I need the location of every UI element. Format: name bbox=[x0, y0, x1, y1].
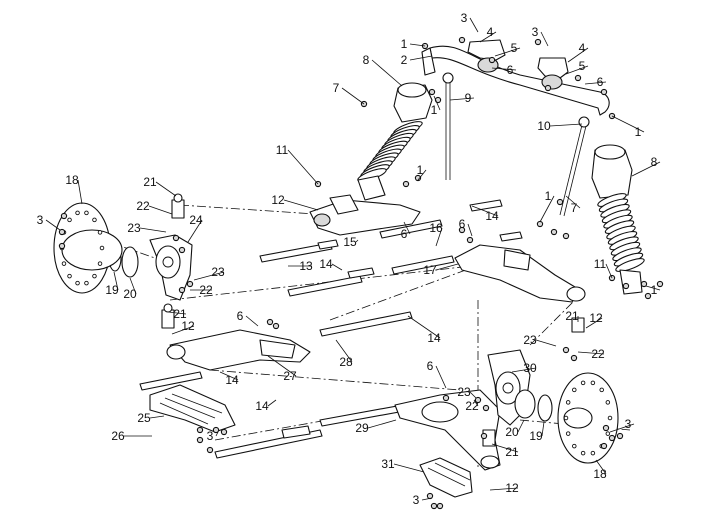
callout-24: 24 bbox=[189, 213, 203, 227]
upper-a-arm-left bbox=[309, 194, 421, 236]
callout-11: 11 bbox=[276, 143, 289, 157]
callout-3: 3 bbox=[625, 417, 632, 431]
callout-29: 29 bbox=[355, 421, 369, 435]
callout-12: 12 bbox=[589, 311, 603, 325]
callout-6: 6 bbox=[427, 359, 434, 373]
callout-23: 23 bbox=[211, 265, 225, 279]
callout-2: 2 bbox=[401, 53, 408, 67]
callout-7: 7 bbox=[333, 81, 340, 95]
callout-25: 25 bbox=[137, 411, 151, 425]
callout-17: 17 bbox=[423, 263, 437, 277]
callout-4: 4 bbox=[579, 41, 586, 55]
callout-19: 19 bbox=[529, 429, 543, 443]
callout-21: 21 bbox=[505, 445, 519, 459]
callout-3: 3 bbox=[461, 11, 468, 25]
callout-15: 15 bbox=[343, 235, 357, 249]
callout-12: 12 bbox=[271, 193, 285, 207]
callout-9: 9 bbox=[465, 91, 472, 105]
callout-16: 16 bbox=[429, 221, 443, 235]
skid-plate-right bbox=[419, 457, 473, 498]
callout-8: 8 bbox=[651, 155, 658, 169]
callout-22: 22 bbox=[136, 199, 150, 213]
callout-1: 1 bbox=[431, 103, 438, 117]
callout-12: 12 bbox=[505, 481, 519, 495]
callout-11: 11 bbox=[594, 257, 607, 271]
bushing-bracket-left bbox=[467, 39, 506, 73]
callout-18: 18 bbox=[593, 467, 607, 481]
steering-knuckle-left bbox=[149, 234, 193, 301]
callout-1: 1 bbox=[651, 283, 658, 297]
stabilizer-bar bbox=[421, 45, 610, 116]
callout-30: 30 bbox=[523, 361, 537, 375]
callout-1: 1 bbox=[635, 125, 642, 139]
callout-23: 23 bbox=[457, 385, 471, 399]
callout-22: 22 bbox=[199, 283, 213, 297]
callout-5: 5 bbox=[511, 41, 518, 55]
callout-5: 5 bbox=[579, 59, 586, 73]
upper-a-arm-right bbox=[454, 244, 586, 303]
callout-22: 22 bbox=[465, 399, 479, 413]
pivot-bolts bbox=[259, 199, 523, 297]
callout-14: 14 bbox=[485, 209, 499, 223]
brake-disc-right bbox=[557, 372, 619, 464]
callout-3: 3 bbox=[413, 493, 420, 507]
callout-1: 1 bbox=[417, 163, 424, 177]
stabilizer-link-left bbox=[442, 72, 454, 180]
callout-14: 14 bbox=[427, 331, 441, 345]
callout-27: 27 bbox=[283, 369, 297, 383]
callout-8: 8 bbox=[363, 53, 370, 67]
callout-28: 28 bbox=[339, 355, 353, 369]
callout-4: 4 bbox=[487, 25, 494, 39]
callout-21: 21 bbox=[143, 175, 157, 189]
callout-3: 3 bbox=[37, 213, 44, 227]
callout-14: 14 bbox=[255, 399, 269, 413]
brake-disc-left bbox=[53, 202, 123, 294]
callout-1: 1 bbox=[545, 189, 552, 203]
callout-18: 18 bbox=[65, 173, 79, 187]
callout-19: 19 bbox=[105, 283, 119, 297]
callout-6: 6 bbox=[237, 309, 244, 323]
callout-1: 1 bbox=[401, 37, 408, 51]
callout-14: 14 bbox=[225, 373, 239, 387]
callout-26: 26 bbox=[111, 429, 125, 443]
skid-plate-left bbox=[149, 384, 236, 433]
fastener-hardware bbox=[58, 36, 664, 510]
callout-3: 3 bbox=[532, 25, 539, 39]
callout-22: 22 bbox=[591, 347, 605, 361]
callout-14: 14 bbox=[319, 257, 333, 271]
callout-20: 20 bbox=[505, 425, 519, 439]
callout-31: 31 bbox=[381, 457, 395, 471]
callout-23: 23 bbox=[523, 333, 537, 347]
shock-absorber-right bbox=[591, 144, 645, 295]
callout-21: 21 bbox=[565, 309, 579, 323]
stabilizer-link-right bbox=[559, 116, 590, 217]
callout-6: 6 bbox=[459, 217, 466, 231]
callout-3: 3 bbox=[207, 429, 214, 443]
callout-10: 10 bbox=[537, 119, 551, 133]
callout-21: 21 bbox=[173, 307, 187, 321]
callout-12: 12 bbox=[181, 319, 195, 333]
lower-a-arm-right bbox=[394, 389, 501, 471]
callout-13: 13 bbox=[299, 259, 313, 273]
hub-bearing-right bbox=[514, 389, 553, 422]
lower-long-bolts bbox=[139, 311, 433, 459]
shock-absorber-left bbox=[357, 82, 433, 201]
callout-23: 23 bbox=[127, 221, 141, 235]
callout-6: 6 bbox=[507, 63, 514, 77]
callout-6: 6 bbox=[401, 227, 408, 241]
ball-joints bbox=[161, 193, 585, 447]
callout-20: 20 bbox=[123, 287, 137, 301]
callout-7: 7 bbox=[571, 201, 578, 215]
callout-6: 6 bbox=[597, 75, 604, 89]
lower-a-arm-left bbox=[166, 329, 311, 371]
